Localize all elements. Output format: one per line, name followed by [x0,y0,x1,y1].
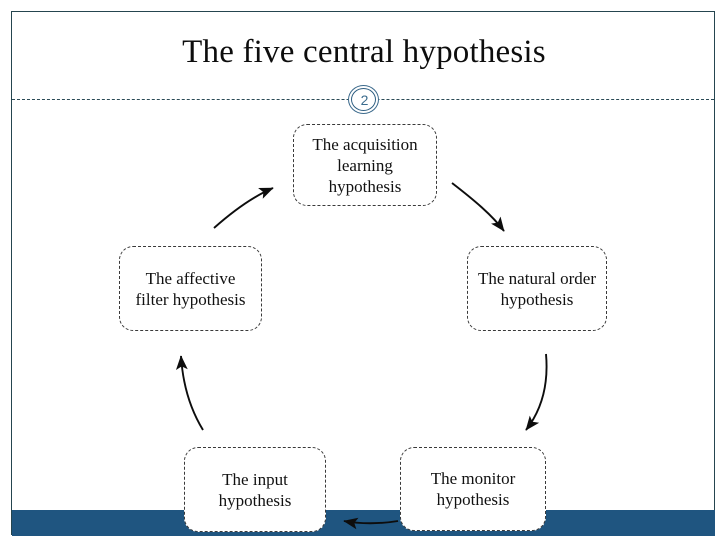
node-monitor-hypothesis[interactable]: The monitor hypothesis [400,447,546,531]
footer-accent-band [12,510,715,536]
arrow-natural-to-monitor [525,353,548,431]
node-label: The natural order hypothesis [478,268,596,309]
node-label: The input hypothesis [218,469,292,510]
node-input-hypothesis[interactable]: The input hypothesis [184,447,326,532]
node-acquisition-learning-hypothesis[interactable]: The acquisition learning hypothesis [293,124,437,206]
arrow-input-to-affective [175,355,204,431]
node-label: The acquisition learning hypothesis [312,134,418,196]
arrow-acquisition-to-natural [451,182,505,232]
node-label: The monitor hypothesis [430,469,516,509]
node-affective-filter-hypothesis[interactable]: The affective filter hypothesis [119,246,262,331]
slide-number-label: 2 [360,92,369,108]
node-natural-order-hypothesis[interactable]: The natural order hypothesis [467,246,607,331]
arrow-affective-to-acquisition [213,187,274,229]
slide-number-badge: 2 [348,85,379,114]
page-title: The five central hypothesis [182,34,546,70]
node-label: The affective filter hypothesis [135,268,246,309]
